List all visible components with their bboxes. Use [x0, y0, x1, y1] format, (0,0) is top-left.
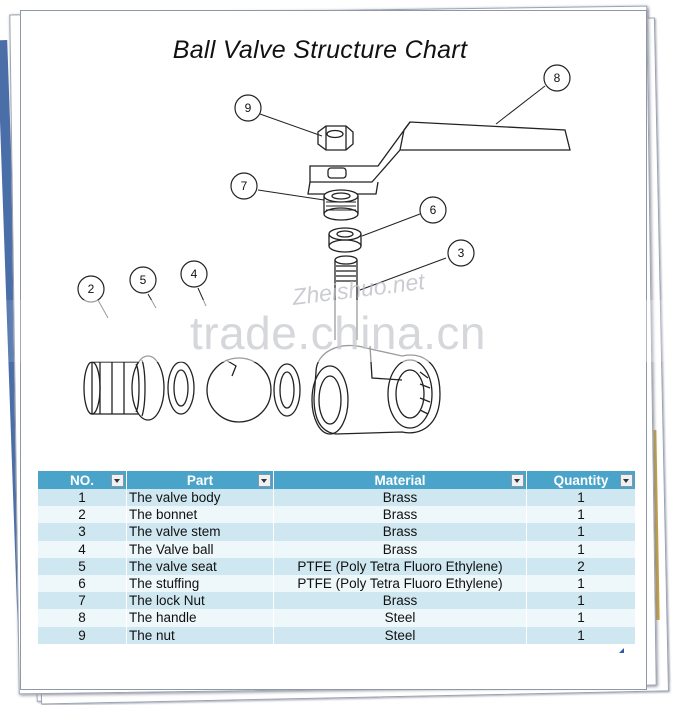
cell-part: The Valve ball	[127, 540, 274, 558]
filter-dropdown-icon[interactable]	[258, 474, 271, 487]
cell-part: The valve seat	[127, 557, 274, 575]
cell-part: The lock Nut	[127, 592, 274, 610]
callout-8: 8	[543, 64, 571, 92]
table-row: 3 The valve stem Brass 1	[38, 523, 636, 541]
cell-part: The handle	[127, 609, 274, 627]
cell-no: 8	[38, 609, 127, 627]
column-header-part[interactable]: Part	[127, 471, 274, 489]
cell-no: 7	[38, 592, 127, 610]
cell-part: The stuffing	[127, 574, 274, 593]
svg-text:3: 3	[458, 246, 465, 260]
table-row: 6 The stuffing PTFE (Poly Tetra Fluoro E…	[38, 574, 636, 593]
watermark-large: trade.china.cn	[190, 307, 486, 359]
svg-text:6: 6	[430, 203, 437, 217]
handle-part	[307, 121, 571, 195]
lock-nut-part	[323, 189, 359, 221]
cell-no: 4	[38, 540, 127, 558]
cell-material: Brass	[274, 540, 527, 558]
filter-dropdown-icon[interactable]	[111, 474, 124, 487]
callout-7: 7	[230, 172, 258, 200]
column-header-quantity[interactable]: Quantity	[527, 471, 636, 489]
cell-quantity: 2	[527, 557, 636, 575]
table-row: 7 The lock Nut Brass 1	[38, 592, 636, 610]
cell-quantity: 1	[527, 626, 636, 644]
filter-dropdown-icon[interactable]	[511, 474, 524, 487]
cell-material: PTFE (Poly Tetra Fluoro Ethylene)	[274, 557, 527, 575]
cell-material: Brass	[274, 489, 527, 507]
stuffing-part	[328, 227, 362, 253]
table-row: 4 The Valve ball Brass 1	[38, 540, 636, 558]
svg-text:8: 8	[554, 71, 561, 85]
cell-material: PTFE (Poly Tetra Fluoro Ethylene)	[274, 574, 527, 593]
cell-quantity: 1	[527, 523, 636, 541]
column-header-no[interactable]: NO.	[38, 471, 127, 489]
svg-text:7: 7	[241, 179, 248, 193]
svg-text:2: 2	[88, 282, 95, 296]
cell-no: 3	[38, 523, 127, 541]
cell-quantity: 1	[527, 540, 636, 558]
column-header-material[interactable]: Material	[274, 471, 527, 489]
cell-part: The nut	[127, 626, 274, 644]
cell-quantity: 1	[527, 574, 636, 593]
cell-no: 2	[38, 506, 127, 524]
callout-3: 3	[447, 239, 475, 267]
callout-5: 5	[129, 266, 157, 294]
cell-no: 6	[38, 574, 127, 593]
table-row: 5 The valve seat PTFE (Poly Tetra Fluoro…	[38, 557, 636, 575]
valve-seat-part	[167, 361, 301, 417]
parts-table: NO. Part Material Quantity 1 The valve b…	[38, 471, 636, 644]
watermark-band	[0, 300, 679, 362]
cell-material: Brass	[274, 592, 527, 610]
cell-no: 1	[38, 489, 127, 507]
cell-part: The bonnet	[127, 506, 274, 524]
table-row: 1 The valve body Brass 1	[38, 489, 636, 507]
cell-quantity: 1	[527, 609, 636, 627]
cell-material: Brass	[274, 523, 527, 541]
cell-quantity: 1	[527, 489, 636, 507]
callout-9: 9	[234, 94, 262, 122]
callout-2: 2	[77, 275, 105, 303]
nut-part	[317, 125, 354, 151]
cell-no: 9	[38, 626, 127, 644]
svg-text:5: 5	[140, 273, 147, 287]
cell-material: Brass	[274, 506, 527, 524]
cell-material: Steel	[274, 609, 527, 627]
cell-no: 5	[38, 557, 127, 575]
svg-text:9: 9	[245, 101, 252, 115]
callout-4: 4	[180, 260, 208, 288]
cell-quantity: 1	[527, 506, 636, 524]
callout-6: 6	[419, 196, 447, 224]
table-row: 8 The handle Steel 1	[38, 609, 636, 627]
cell-quantity: 1	[527, 592, 636, 610]
valve-ball-part	[206, 357, 272, 423]
table-row: 2 The bonnet Brass 1	[38, 506, 636, 524]
table-row: 9 The nut Steel 1	[38, 626, 636, 644]
table-header-row: NO. Part Material Quantity	[38, 471, 636, 489]
cell-part: The valve body	[127, 489, 274, 507]
table-resize-handle[interactable]	[619, 648, 624, 653]
cell-part: The valve stem	[127, 523, 274, 541]
svg-text:4: 4	[191, 267, 198, 281]
cell-material: Steel	[274, 626, 527, 644]
chart-title: Ball Valve Structure Chart	[172, 36, 468, 64]
filter-dropdown-icon[interactable]	[620, 474, 633, 487]
bonnet-part	[83, 355, 165, 421]
